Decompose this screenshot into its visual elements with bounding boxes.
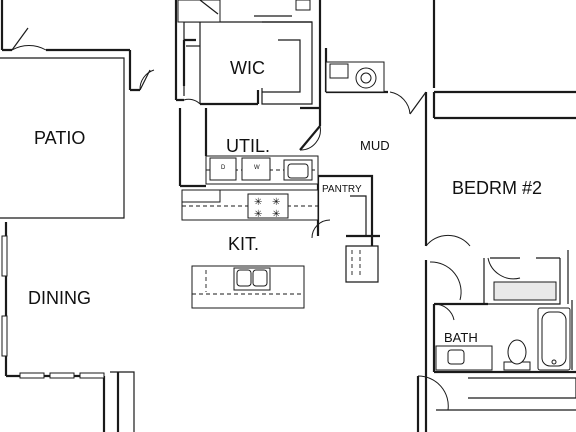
room-label-bath: BATH [444, 330, 478, 345]
room-label-mud: MUD [360, 138, 390, 153]
room-label-util: UTIL. [226, 136, 270, 156]
room-label-wic: WIC [230, 58, 265, 78]
svg-text:✳: ✳ [272, 209, 280, 220]
room-label-dining: DINING [28, 288, 91, 308]
svg-text:✳: ✳ [272, 197, 280, 208]
svg-text:✳: ✳ [254, 209, 262, 220]
burners: ✳ ✳ ✳ ✳ [254, 197, 280, 220]
fixtures: ✳ ✳ ✳ ✳ [181, 61, 571, 371]
room-label-patio: PATIO [34, 128, 85, 148]
washer-label: W [254, 165, 260, 171]
doors [11, 0, 521, 411]
range [247, 193, 289, 219]
dryer-label: D [221, 165, 226, 171]
dryer [209, 157, 237, 181]
room-labels: PATIO WIC UTIL. MUD PANTRY BEDRM #2 KIT.… [28, 58, 542, 345]
room-label-kitchen: KIT. [228, 234, 259, 254]
toilet [507, 339, 527, 365]
room-label-pantry: PANTRY [322, 184, 362, 195]
svg-text:✳: ✳ [254, 197, 262, 208]
washer [241, 157, 271, 181]
room-label-bedroom2: BEDRM #2 [452, 178, 542, 198]
